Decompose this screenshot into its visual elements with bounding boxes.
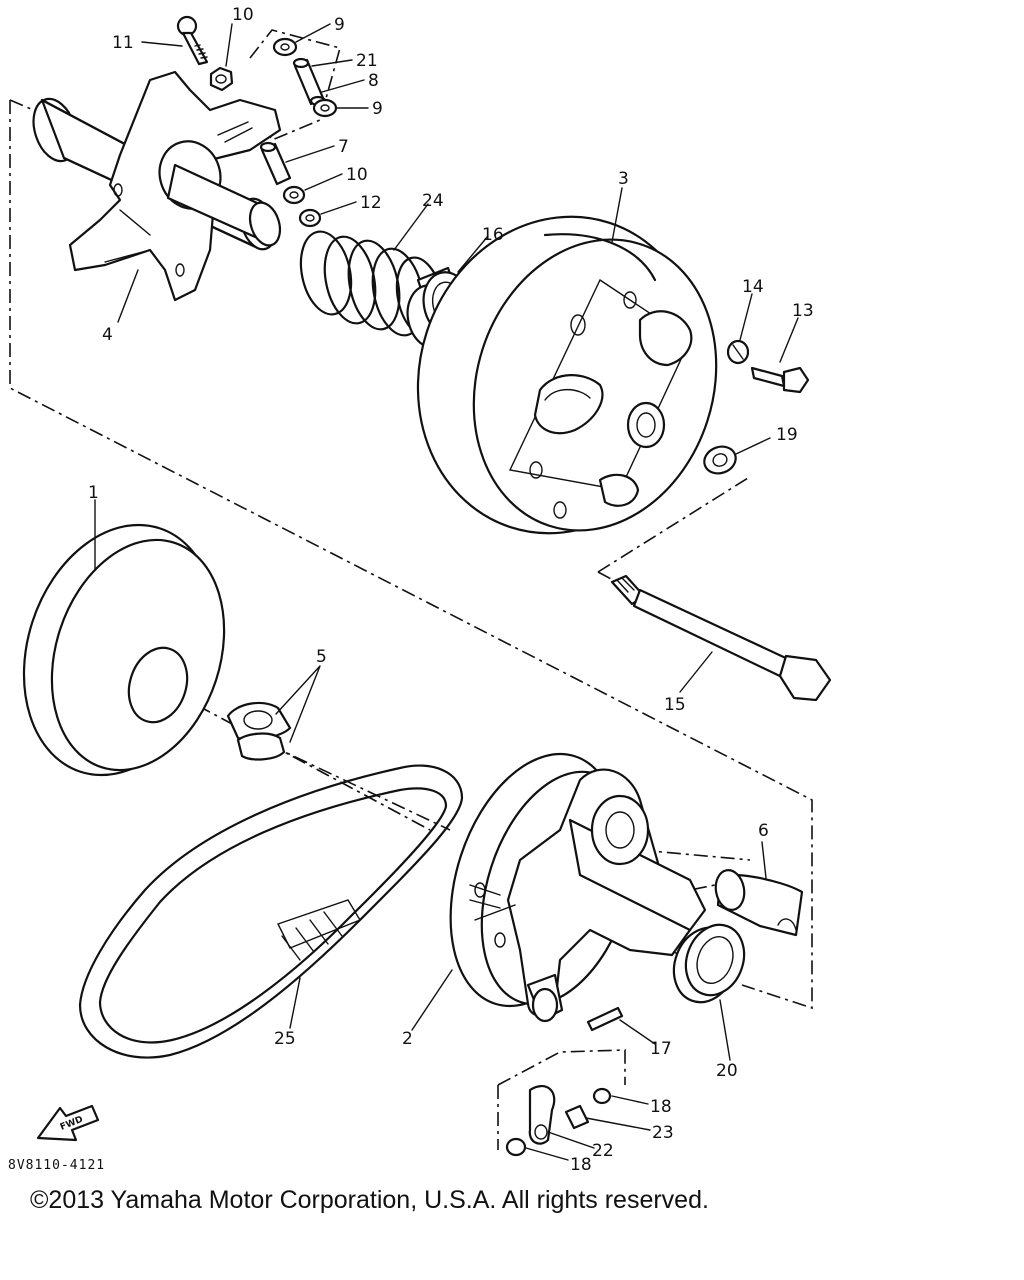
callout-10: 10 [232, 5, 254, 25]
collar-halves-part [226, 701, 292, 761]
callout-9-lower: 9 [372, 99, 383, 119]
callout-23: 23 [652, 1123, 674, 1143]
small-parts-bottom [505, 1006, 624, 1157]
callout-6: 6 [758, 821, 769, 841]
callout-2: 2 [402, 1029, 413, 1049]
movable-sheave-cover-part [416, 215, 718, 535]
callout-11: 11 [112, 33, 134, 53]
spider-shaft-part [32, 70, 282, 302]
callout-17: 17 [650, 1039, 672, 1059]
callout-18-lower: 18 [570, 1155, 592, 1175]
callout-16: 16 [482, 225, 504, 245]
bolt-washer-group [703, 339, 810, 475]
exploded-parts-diagram: FWD 11 10 9 21 8 [9, 5, 832, 1175]
callout-19: 19 [776, 425, 798, 445]
callout-4: 4 [102, 325, 113, 345]
callout-20: 20 [716, 1061, 738, 1081]
callout-5: 5 [316, 647, 327, 667]
secondary-sheave-part [449, 752, 707, 1023]
callout-13: 13 [792, 301, 814, 321]
reference-code: 8V8110-4121 [8, 1158, 106, 1173]
callout-8: 8 [368, 71, 379, 91]
callout-10-lower: 10 [346, 165, 368, 185]
v-belt-part [78, 764, 464, 1059]
callout-18: 18 [650, 1097, 672, 1117]
callout-12: 12 [360, 193, 382, 213]
callout-21: 21 [356, 51, 378, 71]
pin-hardware-top [176, 15, 338, 228]
callout-9: 9 [334, 15, 345, 35]
callout-25: 25 [274, 1029, 296, 1049]
callout-7: 7 [338, 137, 349, 157]
forward-arrow-icon: FWD [36, 1104, 100, 1142]
oil-seal-part [672, 923, 746, 1004]
callout-14: 14 [742, 277, 764, 297]
callout-numbers: 11 10 9 21 8 9 7 10 12 24 16 3 4 14 13 1… [88, 5, 814, 1175]
sleeve-part [714, 869, 804, 937]
long-bolt-part [610, 574, 832, 702]
callout-24: 24 [422, 191, 444, 211]
callout-22: 22 [592, 1141, 614, 1161]
callout-15: 15 [664, 695, 686, 715]
fixed-sheave-part [22, 523, 226, 777]
callout-1: 1 [88, 483, 99, 503]
copyright-notice: ©2013 Yamaha Motor Corporation, U.S.A. A… [30, 1186, 709, 1214]
callout-3: 3 [618, 169, 629, 189]
leader-lines [94, 23, 799, 1161]
